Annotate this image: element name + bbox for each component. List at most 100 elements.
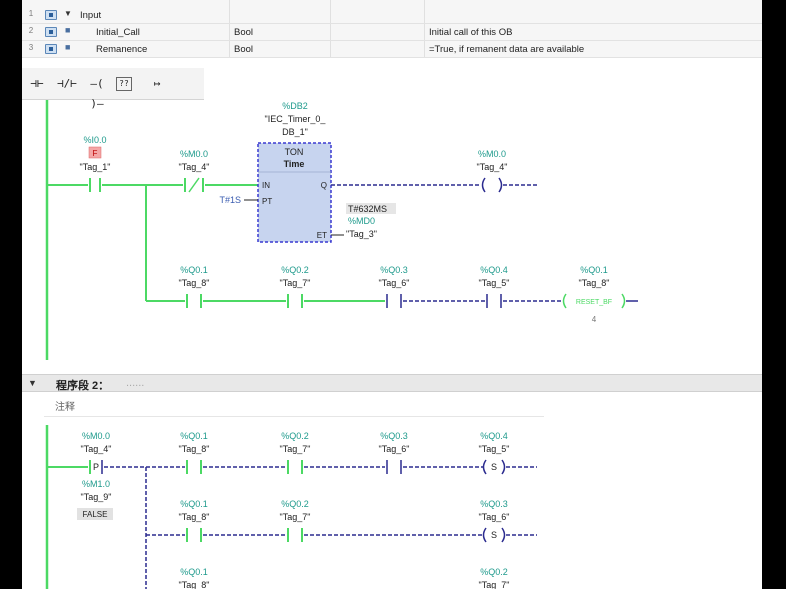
contact-address: %Q0.2 <box>281 431 309 441</box>
contact-q0-1[interactable] <box>186 460 202 474</box>
set-coil-q0-3[interactable] <box>482 527 506 543</box>
contact-q0-1[interactable] <box>186 528 202 542</box>
contact-q0-3[interactable] <box>386 294 402 308</box>
coil-button[interactable]: –( )– <box>90 77 104 110</box>
force-state-badge <box>88 146 102 159</box>
force-state-letter: F <box>93 149 98 158</box>
set-coil-letter: S <box>491 462 497 472</box>
timer-type: TON <box>285 147 304 157</box>
editor-frame: 1 ▼ Input 2 ■ Initial_Call Bool Initial … <box>22 0 762 589</box>
contact-tag: "Tag_7" <box>280 444 311 454</box>
parameter-icon <box>45 10 57 20</box>
expand-triangle-icon[interactable]: ▼ <box>64 9 72 18</box>
interface-row-input[interactable]: 1 ▼ Input <box>22 7 762 24</box>
edge-memory-address: %M1.0 <box>82 479 110 489</box>
contact-tag: "Tag_8" <box>179 512 210 522</box>
set-coil-letter: S <box>491 530 497 540</box>
parameter-datatype: Bool <box>234 27 254 38</box>
parameter-name: Initial_Call <box>96 27 140 38</box>
open-branch-button[interactable]: ↦ <box>153 77 161 90</box>
column-separator <box>229 0 230 58</box>
coil-m0-0[interactable] <box>481 177 503 193</box>
interface-row-remanence[interactable]: 3 ■ Remanence Bool =True, if remanent da… <box>22 41 762 58</box>
pt-preset-value[interactable]: T#1S <box>219 195 241 205</box>
parameter-datatype: Bool <box>234 44 254 55</box>
contact-address: %Q0.3 <box>380 265 408 275</box>
et-live-value: T#632MS <box>348 204 387 214</box>
contact-tag: "Tag_8" <box>179 278 210 288</box>
contact-q0-3[interactable] <box>386 460 402 474</box>
set-coil-q0-4[interactable] <box>482 459 506 475</box>
coil-tag: "Tag_8" <box>579 278 610 288</box>
et-live-value-bg <box>346 203 396 214</box>
parameter-icon <box>45 27 57 37</box>
contact-q0-4[interactable] <box>486 294 502 308</box>
empty-box-button[interactable]: ?? <box>116 77 132 91</box>
timer-db-name: DB_1" <box>282 127 308 137</box>
ton-timer-box[interactable] <box>257 142 332 243</box>
bullet-icon: ■ <box>65 42 71 52</box>
network-2-header[interactable]: ▼ 程序段 2： ...... <box>22 374 762 392</box>
contact-tag: "Tag_6" <box>379 444 410 454</box>
contact-tag: "Tag_7" <box>280 512 311 522</box>
parameter-name: Input <box>80 10 102 21</box>
contact-address: %Q0.2 <box>281 265 309 275</box>
et-tag: "Tag_3" <box>346 229 377 239</box>
network-title-placeholder[interactable]: ...... <box>126 377 145 389</box>
parameter-comment: Initial call of this OB <box>429 27 513 38</box>
contact-q0-2[interactable] <box>287 528 303 542</box>
interface-row-initial-call[interactable]: 2 ■ Initial_Call Bool Initial call of th… <box>22 24 762 41</box>
edge-memory-tag: "Tag_9" <box>81 492 112 502</box>
ladder-diagram: %I0.0 F "Tag_1" %M0.0 "Tag_4" %DB2 "IEC_… <box>45 100 638 589</box>
contact-tag: "Tag_6" <box>379 278 410 288</box>
contact-tag: "Tag_7" <box>280 278 311 288</box>
contact-address: %Q0.1 <box>180 265 208 275</box>
column-separator <box>424 0 425 58</box>
parameter-name: Remanence <box>96 44 148 55</box>
coil-tag: "Tag_6" <box>479 512 510 522</box>
coil-address: %M0.0 <box>478 149 506 159</box>
contact-tag: "Tag_8" <box>179 444 210 454</box>
lad-toolbar: ⊣⊢ ⊣/⊢ –( )– ?? ↦ <box>22 68 204 110</box>
timer-db-address: %DB2 <box>282 101 308 111</box>
coil-tag: "Tag_4" <box>477 162 508 172</box>
block-interface-table: 1 ▼ Input 2 ■ Initial_Call Bool Initial … <box>22 0 762 58</box>
edge-memory-value-bg <box>77 508 113 520</box>
nc-contact-button[interactable]: ⊣/⊢ <box>57 77 77 90</box>
network-comment[interactable]: 注释 <box>55 402 75 413</box>
contact-tag: "Tag_4" <box>81 444 112 454</box>
contact-address: %Q0.4 <box>480 265 508 275</box>
pin-in-label: IN <box>262 181 270 190</box>
coil-address: %Q0.4 <box>480 431 508 441</box>
contact-i0-0[interactable] <box>89 178 101 192</box>
coil-address: %Q0.2 <box>480 567 508 577</box>
p-edge-letter: P <box>93 462 99 472</box>
pin-et-label: ET <box>317 231 327 240</box>
nc-contact-m0-0[interactable] <box>184 177 204 193</box>
row-number: 3 <box>28 43 34 52</box>
contact-address: %Q0.2 <box>281 499 309 509</box>
pin-pt-label: PT <box>262 197 272 206</box>
p-edge-contact[interactable] <box>89 460 103 474</box>
reset-bf-label: RESET_BF <box>576 299 612 306</box>
timer-db-name: "IEC_Timer_0_ <box>265 114 327 124</box>
contact-q0-1[interactable] <box>186 294 202 308</box>
parameter-comment: =True, if remanent data are available <box>429 44 585 55</box>
contact-address: %I0.0 <box>83 135 106 145</box>
no-contact-button[interactable]: ⊣⊢ <box>30 77 44 90</box>
contact-address: %M0.0 <box>82 431 110 441</box>
contact-address: %Q0.1 <box>180 499 208 509</box>
coil-address: %Q0.3 <box>480 499 508 509</box>
contact-tag: "Tag_8" <box>179 580 210 589</box>
collapse-triangle-icon[interactable]: ▼ <box>28 378 37 388</box>
reset-bit-count: 4 <box>592 315 597 324</box>
contact-q0-2[interactable] <box>287 460 303 474</box>
contact-q0-2[interactable] <box>287 294 303 308</box>
timer-subtype: Time <box>284 159 305 169</box>
edge-memory-value: FALSE <box>83 510 108 519</box>
reset-bf-coil[interactable] <box>562 293 626 309</box>
pin-q-label: Q <box>321 181 327 190</box>
row-number: 2 <box>28 26 34 35</box>
coil-tag: "Tag_5" <box>479 444 510 454</box>
